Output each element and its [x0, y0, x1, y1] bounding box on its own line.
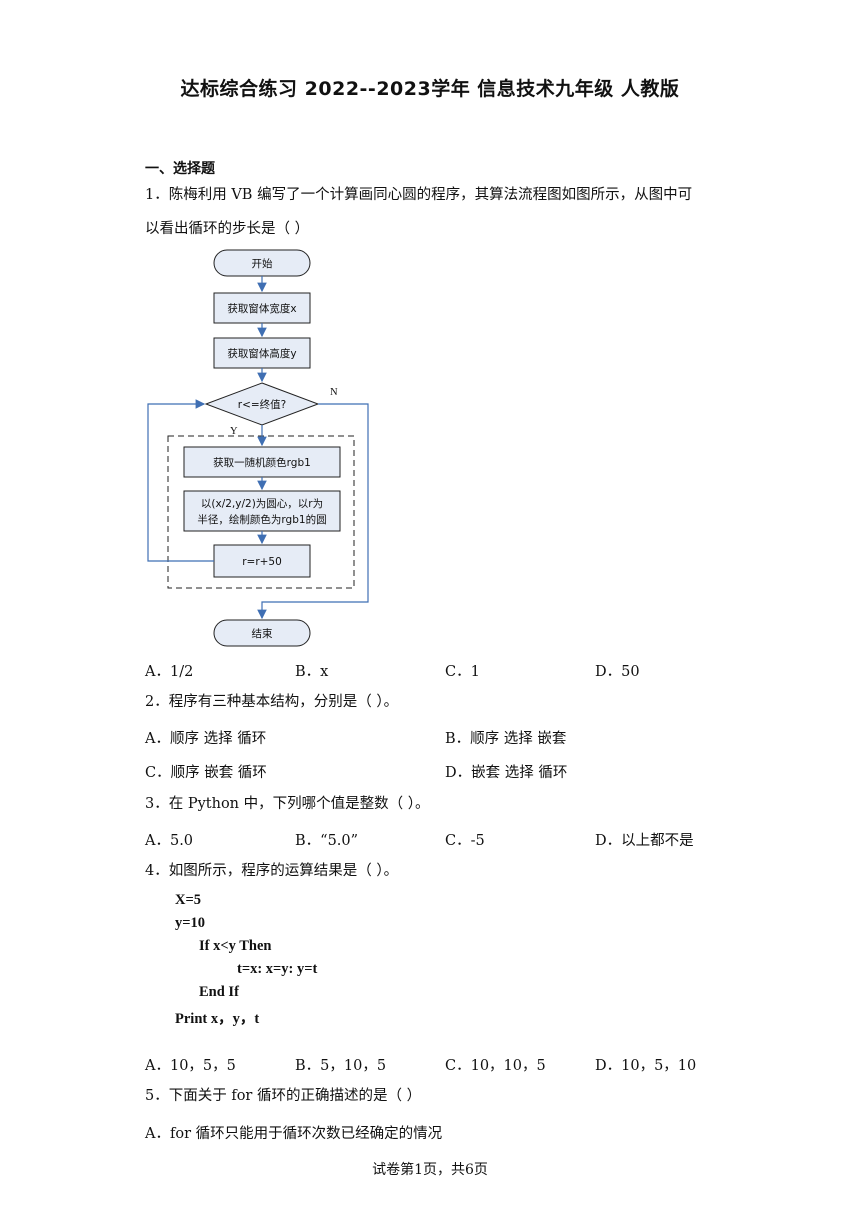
q3-option-c[interactable]: C．-5: [445, 833, 485, 849]
code-line-2: y=10: [175, 915, 206, 931]
question-1-options: A．1/2 B．x C．1 D．50: [145, 660, 745, 680]
flow-no-branch-arrow: [257, 403, 369, 620]
code-line-5: End If: [199, 984, 239, 1000]
question-1-line1: 1．陈梅利用 VB 编写了一个计算画同心圆的程序，其算法流程图如图所示，从图中可: [145, 187, 693, 203]
q1-option-c[interactable]: C．1: [445, 664, 480, 680]
q1-option-b[interactable]: B．x: [295, 664, 329, 680]
flow-start-label: 开始: [252, 257, 273, 270]
flow-loop-body: [167, 435, 355, 589]
question-5: 5．下面关于 for 循环的正确描述的是（ ）: [145, 1088, 422, 1104]
q3-option-d[interactable]: D．以上都不是: [595, 833, 694, 849]
question-1-line2: 以看出循环的步长是（ ）: [145, 221, 310, 237]
flow-step-color-label: 获取一随机颜色rgb1: [213, 456, 311, 469]
flow-step-height-label: 获取窗体高度y: [227, 347, 296, 360]
flow-step-width-label: 获取窗体宽度x: [227, 302, 296, 315]
flow-step-draw-label-1: 以(x/2,y/2)为圆心，以r为: [201, 498, 323, 510]
q3-option-a[interactable]: A．5.0: [145, 833, 194, 849]
question-4-options: A．10，5，5 B．5，10，5 C．10，10，5 D．10，5，10: [145, 1054, 745, 1074]
question-3: 3．在 Python 中，下列哪个值是整数（ ）。: [145, 796, 430, 812]
code-line-4: t=x: x=y: y=t: [237, 961, 318, 977]
q1-option-a[interactable]: A．1/2: [145, 664, 194, 680]
flow-end-terminal: [213, 619, 311, 647]
q5-option-a[interactable]: A．for 循环只能用于循环次数已经确定的情况: [145, 1126, 443, 1142]
q4-option-b[interactable]: B．5，10，5: [295, 1058, 387, 1074]
page-footer: 试卷第1页，共6页: [372, 1162, 488, 1178]
q4-option-a[interactable]: A．10，5，5: [145, 1058, 236, 1074]
question-1: 1．陈梅利用 VB 编写了一个计算画同心圆的程序，其算法流程图如图所示，从图中可…: [145, 178, 725, 246]
q2-option-b[interactable]: B．顺序 选择 嵌套: [445, 731, 567, 747]
question-5-options: A．for 循环只能用于循环次数已经确定的情况: [145, 1122, 745, 1142]
flow-step-increment-label: r=r+50: [242, 556, 282, 568]
question-2: 2．程序有三种基本结构，分别是（ ）。: [145, 694, 399, 710]
question-3-options: A．5.0 B．“5.0” C．-5 D．以上都不是: [145, 829, 745, 849]
flow-step-increment-box: [213, 544, 311, 578]
code-line-3: If x<y Then: [199, 938, 272, 954]
flow-loop-back-arrow: [147, 399, 214, 562]
flow-end-label: 结束: [252, 627, 273, 640]
q4-option-d[interactable]: D．10，5，10: [595, 1058, 697, 1074]
code-line-6: Print x，y，t: [175, 1011, 260, 1027]
question-4: 4．如图所示，程序的运算结果是（ ）。: [145, 863, 399, 879]
flow-decision-label: r<=终值?: [238, 398, 287, 411]
q2-option-c[interactable]: C．顺序 嵌套 循环: [145, 765, 267, 781]
flow-no-label: N: [330, 387, 338, 398]
flow-step-height-box: [213, 337, 311, 369]
flow-step-draw-box: [183, 490, 341, 532]
flow-step-draw-label-2: 半径，绘制颜色为rgb1的圆: [197, 513, 326, 526]
question-2-options-row2: C．顺序 嵌套 循环 D．嵌套 选择 循环: [145, 761, 745, 781]
q2-option-d[interactable]: D．嵌套 选择 循环: [445, 765, 568, 781]
section-heading: 一、选择题: [145, 161, 215, 177]
flow-step-width-box: [213, 292, 311, 324]
flow-step-color-box: [183, 446, 341, 478]
flowchart: 开始 获取窗体宽度x 获取窗体高度y r<=终值? N Y 获取一随机颜色rgb…: [147, 249, 369, 647]
q3-option-b[interactable]: B．“5.0”: [295, 833, 359, 849]
code-line-1: X=5: [175, 892, 201, 908]
q1-option-d[interactable]: D．50: [595, 664, 640, 680]
q4-option-c[interactable]: C．10，10，5: [445, 1058, 546, 1074]
q2-option-a[interactable]: A．顺序 选择 循环: [145, 731, 267, 747]
page-title: 达标综合练习 2022--2023学年 信息技术九年级 人教版: [180, 78, 680, 100]
flow-yes-label: Y: [230, 426, 238, 437]
question-2-options-row1: A．顺序 选择 循环 B．顺序 选择 嵌套: [145, 727, 745, 747]
